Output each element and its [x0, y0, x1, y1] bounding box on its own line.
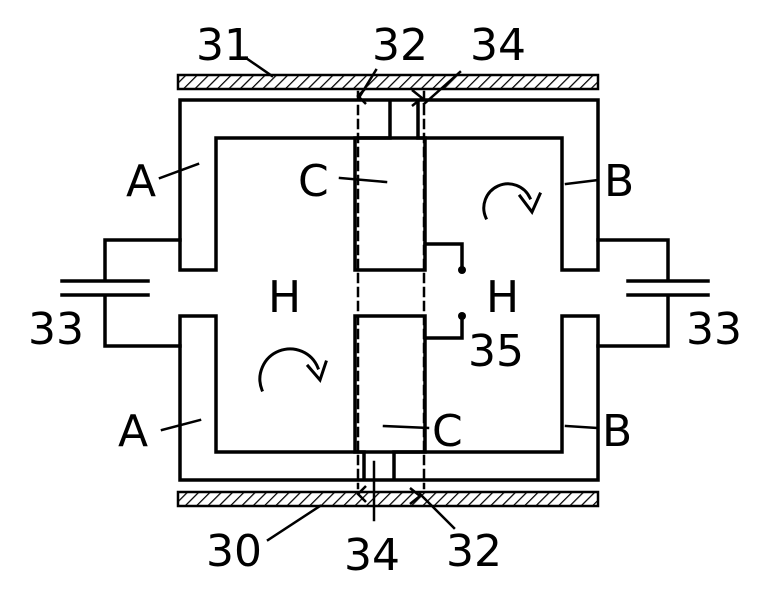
- tab-top: [423, 242, 464, 270]
- label-a-bottom: A: [118, 406, 148, 457]
- label-32-top: 32: [372, 20, 428, 71]
- label-33-right: 33: [686, 304, 742, 355]
- waveguide-arrowheads: [356, 87, 425, 505]
- bottom-outer-conductor: [178, 314, 600, 482]
- label-h-left: H: [268, 272, 301, 323]
- label-31: 31: [196, 20, 252, 71]
- label-30: 30: [206, 526, 262, 577]
- label-b-bottom: B: [602, 406, 632, 457]
- rotation-arrow-lower: [258, 347, 328, 392]
- gap-dot-top: [458, 266, 466, 274]
- label-32-bottom: 32: [446, 526, 502, 577]
- capacitor-left: [60, 238, 182, 348]
- label-c-top: C: [298, 156, 329, 207]
- label-35: 35: [468, 326, 524, 377]
- tab-bottom: [423, 314, 464, 340]
- dashed-waveguide-lines: [356, 90, 426, 490]
- top-outer-conductor: [178, 98, 600, 272]
- gap-dot-bottom: [458, 312, 466, 320]
- label-b-top: B: [604, 156, 634, 207]
- label-34-bottom: 34: [344, 530, 400, 581]
- label-34-top: 34: [470, 20, 526, 71]
- bottom-rail: [176, 490, 600, 508]
- rotation-arrow-upper: [482, 182, 542, 220]
- label-a-top: A: [126, 156, 156, 207]
- label-h-right: H: [486, 272, 519, 323]
- label-33-left: 33: [28, 304, 84, 355]
- leader-lines: [158, 56, 600, 542]
- capacitor-right: [596, 238, 710, 348]
- c-block-bottom: [353, 314, 427, 454]
- top-rail: [176, 73, 600, 91]
- c-block-top: [353, 136, 427, 272]
- label-c-bottom: C: [432, 406, 463, 457]
